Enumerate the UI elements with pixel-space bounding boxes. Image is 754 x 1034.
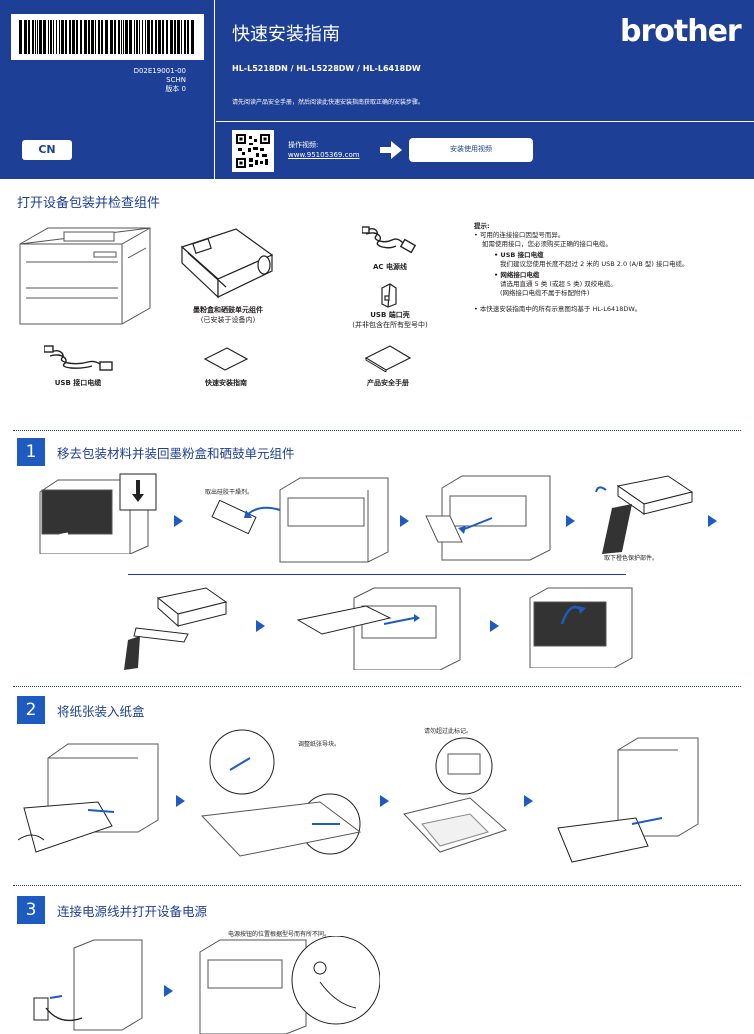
tips-line2: 如需使用接口，您必须购买正确的接口电缆。 <box>482 240 612 248</box>
step2-arrow2-icon <box>380 795 389 807</box>
printer-illustration <box>19 227 151 325</box>
step3-power-cord-illustration <box>33 939 143 1031</box>
step1-close-cover-illustration <box>529 587 633 668</box>
step2-pull-tray-illustration <box>18 743 159 853</box>
step1-open-cover-illustration <box>39 473 157 554</box>
video-label: 操作视频: <box>288 141 319 149</box>
language-badge: CN <box>22 140 72 160</box>
step1-open-front-illustration <box>425 475 551 561</box>
header-left-panel: D02E19001-00 SCHN 版本 0 CN <box>0 0 215 179</box>
setup-video-button[interactable]: 安装使用视频 <box>409 138 533 162</box>
step1-title: 移去包装材料并装回墨粉盒和硒鼓单元组件 <box>57 446 295 461</box>
usb-cable-label: USB 接口电缆 <box>54 379 102 387</box>
usb-cover-illustration <box>381 283 397 308</box>
qr-icon <box>236 134 270 168</box>
safety-manual-label: 产品安全手册 <box>367 379 409 387</box>
step1-arrow5-icon <box>256 620 265 632</box>
step1-arrow1-icon <box>174 515 183 527</box>
step3-divider <box>13 885 741 886</box>
tips-usb-text: 我们建议您使用长度不超过 2 米的 USB 2.0 (A/B 型) 接口电缆。 <box>500 260 689 268</box>
step2-insert-tray-illustration <box>557 737 699 863</box>
step1-note-a: 取出硅胶干燥剂。 <box>205 489 254 496</box>
tips-title: 提示: <box>474 222 490 230</box>
toner-label-block: 墨粉盒和硒鼓单元组件 (已安装于设备内) <box>170 305 286 325</box>
tips-net-text2: (网络接口电缆不属于标配附件) <box>500 289 590 297</box>
step1-divider <box>13 430 741 431</box>
step1-remove-desiccant-illustration <box>211 477 389 563</box>
barcode <box>11 14 204 60</box>
step1-insert-toner-illustration <box>296 587 461 670</box>
step2-load-paper-illustration <box>403 737 507 853</box>
step1-number: 1 <box>17 438 45 466</box>
ac-cord-illustration <box>362 226 417 254</box>
tips-illustration-note: • 本快速安装指南中的所有示意图均基于 HL-L6418DW。 <box>474 305 642 313</box>
step3-note-a: 电源按钮的位置根据型号而有所不同。 <box>228 931 331 938</box>
usb-cover-sublabel: (并非包含在所有型号中) <box>352 321 428 329</box>
safety-manual-illustration <box>364 345 412 372</box>
page-title: 快速安装指南 <box>232 24 340 45</box>
toner-drum-illustration <box>180 228 274 299</box>
step1-toner-unit-illustration <box>124 587 228 670</box>
step1-arrow4-icon <box>708 515 717 527</box>
arrow-right-icon <box>380 141 402 159</box>
read-first-notice: 请先阅读产品安全手册，然后阅读此快速安装指南获取正确的安装步骤。 <box>232 99 425 106</box>
tips-line1: • 可用的连接接口因型号而异。 <box>474 231 565 239</box>
tips-block: 提示: • 可用的连接接口因型号而异。 如需使用接口，您必须购买正确的接口电缆。… <box>474 222 744 314</box>
qr-code <box>232 130 274 172</box>
quick-guide-label: 快速安装指南 <box>205 379 247 387</box>
unpack-section-title: 打开设备包装并检查组件 <box>17 196 161 211</box>
tips-usb-title: • USB 接口电缆 <box>494 251 544 259</box>
doc-code-block: D02E19001-00 SCHN 版本 0 <box>110 67 186 94</box>
header-divider <box>216 121 754 122</box>
step3-power-button-illustration <box>199 936 380 1034</box>
barcode-graphic <box>19 20 194 54</box>
model-list: HL-L5218DN / HL-L5228DW / HL-L6418DW <box>232 64 421 73</box>
video-url-link[interactable]: www.95105369.com <box>288 151 360 159</box>
ac-cord-label: AC 电源线 <box>373 263 407 271</box>
step1-arrow6-icon <box>490 620 499 632</box>
tips-net-title: • 网络接口电缆 <box>494 271 540 279</box>
quick-guide-illustration <box>203 347 249 371</box>
step2-guides-illustration <box>200 729 362 857</box>
tips-net-text1: 请选用直通 5 类 (或超 5 类) 双绞电缆。 <box>500 280 617 288</box>
doc-code: D02E19001-00 <box>133 67 186 75</box>
step1-note-b: 取下橙色保护部件。 <box>604 555 659 562</box>
doc-version: 版本 0 <box>165 85 186 93</box>
step3-title: 连接电源线并打开设备电源 <box>57 904 208 919</box>
doc-region: SCHN <box>166 76 186 84</box>
step1-arrow3-icon <box>566 515 575 527</box>
step1-arrow2-icon <box>400 515 409 527</box>
usb-cover-label: USB 端口壳 <box>370 311 410 319</box>
step2-number: 2 <box>17 696 45 724</box>
toner-sublabel: (已安装于设备内) <box>200 316 256 324</box>
usb-cable-illustration <box>44 345 113 371</box>
step2-divider <box>13 686 741 687</box>
toner-label: 墨粉盒和硒鼓单元组件 <box>193 306 263 314</box>
step1-sub-divider <box>128 574 626 575</box>
brand-logo: brother <box>620 14 742 49</box>
step2-arrow3-icon <box>524 795 533 807</box>
usb-cover-label-block: USB 端口壳 (并非包含在所有型号中) <box>334 310 446 330</box>
step3-arrow1-icon <box>164 985 173 997</box>
step2-arrow1-icon <box>176 795 185 807</box>
step2-note-b: 请勿超过此标记。 <box>424 728 473 735</box>
step3-number: 3 <box>17 896 45 924</box>
step2-note-a: 调整纸张导块。 <box>298 741 341 748</box>
step2-title: 将纸张装入纸盒 <box>57 704 145 719</box>
step1-orange-part-illustration <box>595 475 694 554</box>
